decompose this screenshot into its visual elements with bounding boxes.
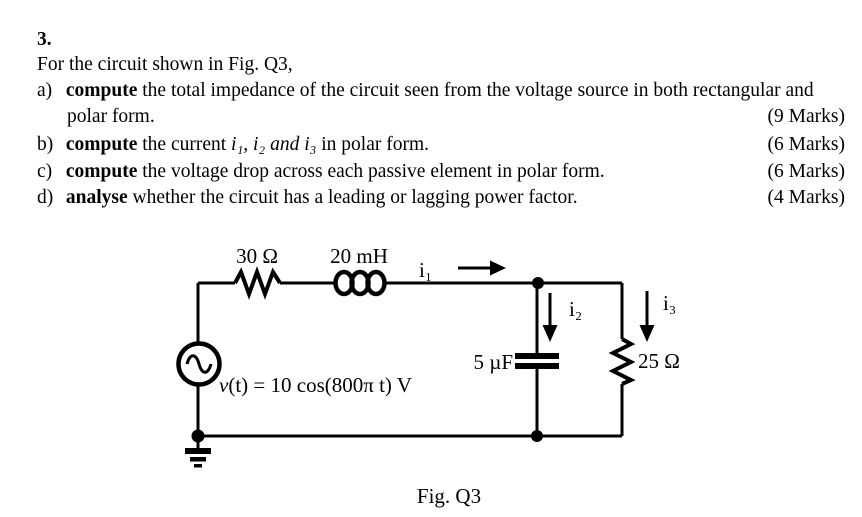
inductor-label: 20 mH xyxy=(330,244,388,268)
item-b-verb: compute xyxy=(65,134,138,155)
item-a-cont: polar form. xyxy=(67,106,155,127)
question-item-d: d) analyse whether the circuit has a lea… xyxy=(37,187,845,209)
current3-label: i₃ xyxy=(663,291,676,315)
item-a-verb: compute xyxy=(65,80,138,101)
question-item-a-line2: polar form. (9 Marks) xyxy=(67,106,845,128)
current2-label: i₂ xyxy=(569,297,582,321)
item-a-marks: (9 Marks) xyxy=(767,106,845,127)
item-a-text: the total impedance of the circuit seen … xyxy=(142,80,814,101)
series-resistor-symbol xyxy=(233,266,282,300)
capacitor-symbol xyxy=(515,353,559,369)
item-b-pre: the current xyxy=(142,134,227,155)
ac-source-icon xyxy=(176,341,222,387)
series-resistor-label: 30 Ω xyxy=(236,244,278,268)
current1-arrow-icon xyxy=(458,260,506,276)
item-b-post: in polar form. xyxy=(316,134,430,155)
inductor-symbol xyxy=(333,269,387,297)
item-b-marks: (6 Marks) xyxy=(767,134,845,155)
current3-arrow-icon xyxy=(639,291,655,342)
sine-wave-icon xyxy=(185,354,213,374)
node-dot-bottom-mid xyxy=(531,430,543,442)
item-d-verb: analyse xyxy=(65,187,128,208)
item-a-letter: a) xyxy=(37,80,53,101)
question-number: 3. xyxy=(37,29,52,50)
source-equation-label: v(t) = 10 cos(800π t) V xyxy=(219,373,412,397)
figure-caption: Fig. Q3 xyxy=(416,484,482,508)
node-dot-top xyxy=(532,277,544,289)
item-b-math: i₁, i₂ and i₃ xyxy=(231,134,317,155)
question-item-b: b) compute the current i₁, i₂ and i₃ in … xyxy=(37,134,845,156)
item-c-letter: c) xyxy=(37,161,53,182)
node-dot-bottom-left xyxy=(191,429,205,443)
shunt-resistor-symbol xyxy=(608,337,636,386)
circuit-diagram: 30 Ω 20 mH i₁ i₂ i₃ 5 µF 25 Ω v(t) = 10 … xyxy=(176,244,680,468)
question-intro: For the circuit shown in Fig. Q3, xyxy=(37,54,293,75)
item-d-letter: d) xyxy=(37,187,54,208)
question-item-a-line1: a) compute the total impedance of the ci… xyxy=(37,80,845,102)
item-c-marks: (6 Marks) xyxy=(767,161,845,182)
shunt-resistor-label: 25 Ω xyxy=(638,349,680,373)
current2-arrow-icon xyxy=(542,293,558,342)
item-b-letter: b) xyxy=(37,134,54,155)
question-item-c: c) compute the voltage drop across each … xyxy=(37,161,845,183)
capacitor-label: 5 µF xyxy=(473,350,513,374)
item-c-verb: compute xyxy=(65,161,138,182)
item-d-text: whether the circuit has a leading or lag… xyxy=(132,187,578,208)
item-c-text: the voltage drop across each passive ele… xyxy=(142,161,605,182)
current1-label: i₁ xyxy=(419,258,432,282)
item-d-marks: (4 Marks) xyxy=(767,187,845,208)
